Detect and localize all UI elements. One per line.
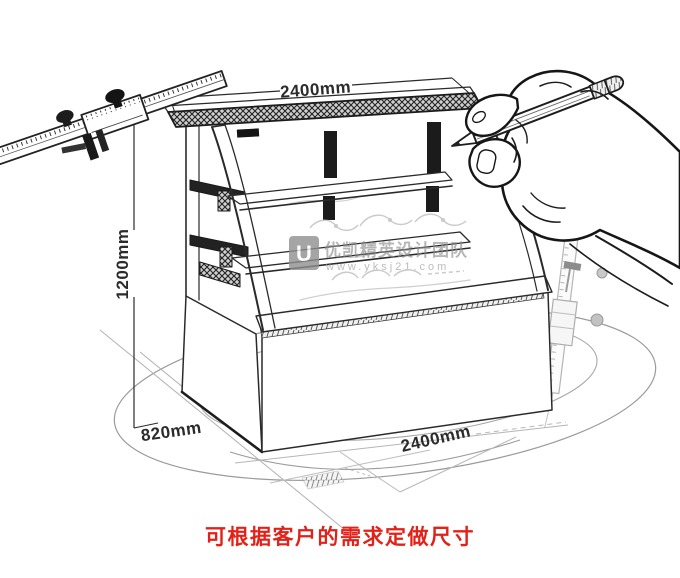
countertop <box>255 275 553 333</box>
hand-with-pencil-illustration <box>451 69 680 307</box>
hand-palm <box>500 69 680 270</box>
watermark: U 优凯精英设计团队 www.yksj21.com <box>289 213 468 281</box>
dimension-left-height: 1200mm <box>113 97 161 429</box>
watermark-url-text: www.yksj21.com <box>325 261 449 273</box>
watermark-logo-glyph: U <box>296 241 312 266</box>
index-finger <box>464 93 520 138</box>
watermark-brand-text: 优凯精英设计团队 <box>324 240 468 260</box>
left-height-label: 1200mm <box>113 228 132 299</box>
vertical-caliper-icon <box>544 194 608 429</box>
canopy-control-vent <box>236 128 260 138</box>
dimension-depth: 820mm <box>140 418 203 445</box>
depth-label: 820mm <box>140 418 203 445</box>
vernier-caliper-icon <box>0 70 228 169</box>
watermark-ornament-bottom <box>331 269 465 281</box>
hand-detail-lines <box>511 81 673 307</box>
custom-size-notice: 可根据客户的需求定做尺寸 <box>205 526 475 549</box>
watermark-ornament-top <box>309 213 467 232</box>
glass-mullions <box>323 122 441 220</box>
watermark-logo <box>289 236 319 270</box>
